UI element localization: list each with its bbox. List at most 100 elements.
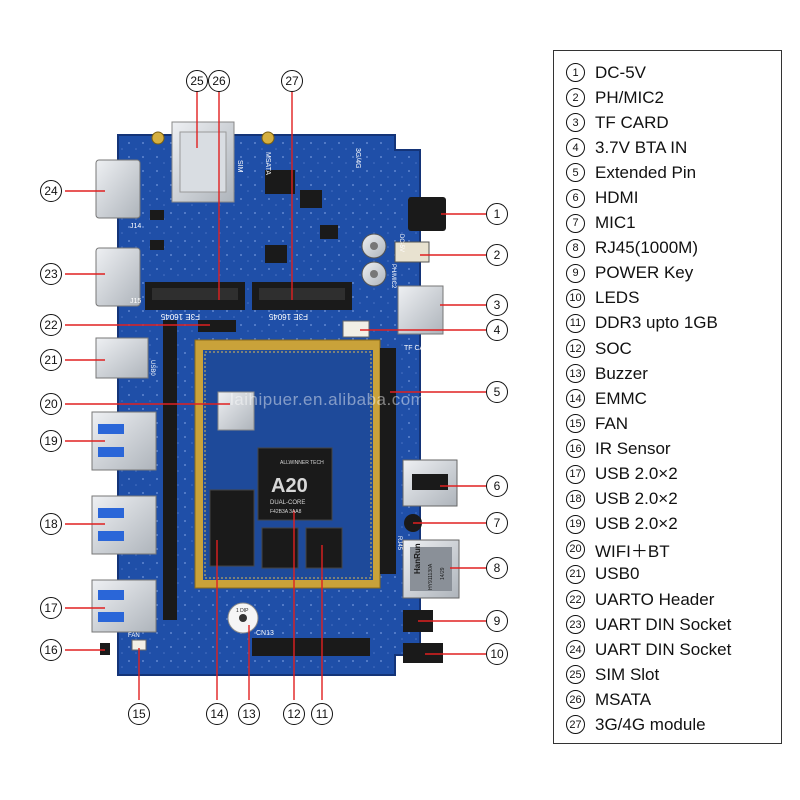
- legend-number: 15: [566, 414, 585, 434]
- callout-2: 2: [486, 244, 508, 266]
- legend-number: 22: [566, 590, 585, 610]
- legend-label: USB 2.0×2: [595, 464, 678, 484]
- legend-item: 17 USB 2.0×2: [566, 462, 781, 487]
- callout-17: 17: [40, 597, 62, 619]
- legend-number: 12: [566, 339, 585, 359]
- legend-number: 27: [566, 715, 585, 735]
- callout-20: 20: [40, 393, 62, 415]
- legend-label: USB 2.0×2: [595, 489, 678, 509]
- uart-din-socket-j14: [95, 159, 141, 219]
- ddr3-chip: [305, 527, 343, 569]
- legend-label: EMMC: [595, 388, 647, 408]
- 3g4g-board-label: 3G/4G: [354, 148, 361, 169]
- callout-3: 3: [486, 294, 508, 316]
- dc-label: DC-5V: [398, 234, 404, 252]
- callout-19: 19: [40, 430, 62, 452]
- legend-label: PH/MIC2: [595, 87, 664, 107]
- chip-code: F42B3A 3AA8: [270, 509, 302, 515]
- legend-number: 17: [566, 464, 585, 484]
- legend-label: POWER Key: [595, 263, 694, 283]
- legend-item: 9 POWER Key: [566, 261, 781, 286]
- callout-5: 5: [486, 381, 508, 403]
- callout-15: 15: [128, 703, 150, 725]
- callout-14: 14: [206, 703, 228, 725]
- legend-number: 19: [566, 514, 585, 534]
- legend-number: 25: [566, 665, 585, 685]
- legend-item: 19 USB 2.0×2: [566, 512, 781, 537]
- legend-item: 18 USB 2.0×2: [566, 487, 781, 512]
- callout-7: 7: [486, 512, 508, 534]
- legend-number: 7: [566, 213, 585, 233]
- legend-number: 8: [566, 238, 585, 258]
- usb-port-18: [91, 495, 157, 555]
- usb0-label: USB0: [149, 360, 155, 376]
- legend-item: 23 UART DIN Socket: [566, 612, 781, 637]
- legend-label: SIM Slot: [595, 664, 660, 684]
- legend-label: UARTO Header: [595, 589, 715, 609]
- callout-9: 9: [486, 610, 508, 632]
- board-area: F3E 16045 F3E 16045 SIM MSATA 3G/4G TF C…: [40, 70, 508, 725]
- phmic-label: PH/MIC2: [390, 264, 396, 289]
- legend-label: 3.7V BTA IN: [595, 137, 688, 157]
- leader-lines: [65, 90, 486, 700]
- antenna-connector: [151, 131, 165, 145]
- usb-port-17: [91, 579, 157, 633]
- chip-sub: DUAL-CORE: [270, 500, 305, 506]
- legend-number: 10: [566, 288, 585, 308]
- chip-model: A20: [271, 475, 308, 497]
- uart0-header: [198, 320, 236, 332]
- chip-brand: ALLWINNER TECH: [280, 460, 324, 466]
- legend-number: 26: [566, 690, 585, 710]
- ir-sensor: [100, 643, 110, 655]
- legend-number: 1: [566, 63, 585, 83]
- msata-left-label: F3E 16045: [160, 312, 200, 321]
- legend-number: 2: [566, 88, 585, 108]
- legend-number: 14: [566, 389, 585, 409]
- legend-item: 11 DDR3 upto 1GB: [566, 311, 781, 336]
- rj45-label: RJ45: [396, 536, 402, 551]
- legend-number: 11: [566, 313, 585, 333]
- j14-label: J14: [130, 223, 141, 230]
- legend-label: WIFI＋BT: [595, 541, 670, 561]
- buzzer-label: 1 DIP: [236, 608, 249, 614]
- legend-label: DDR3 upto 1GB: [595, 313, 718, 333]
- callout-6: 6: [486, 475, 508, 497]
- legend-item: 22 UARTO Header: [566, 587, 781, 612]
- antenna-connector: [261, 131, 275, 145]
- callout-10: 10: [486, 643, 508, 665]
- sim-label: SIM: [236, 160, 243, 173]
- legend-item: 14 EMMC: [566, 386, 781, 411]
- legend-number: 9: [566, 263, 585, 283]
- rj45-date: 14/29: [440, 567, 446, 580]
- legend-number: 18: [566, 489, 585, 509]
- legend-number: 21: [566, 564, 585, 584]
- watermark: laihipuer.en.alibaba.com: [230, 390, 426, 409]
- legend-label: Extended Pin: [595, 162, 697, 182]
- callout-12: 12: [283, 703, 305, 725]
- tf-card-slot: [397, 285, 444, 335]
- legend-item: 2 PH/MIC2: [566, 85, 781, 110]
- legend-label: UART DIN Socket: [595, 614, 732, 634]
- tf-card-label: TF CARD: [404, 345, 434, 352]
- legend-number: 23: [566, 615, 585, 635]
- rj45-code: HY911130A: [428, 563, 434, 590]
- legend-label: USB0: [595, 564, 640, 584]
- legend-item: 25 SIM Slot: [566, 662, 781, 687]
- ph-mic2-connector: [394, 241, 430, 263]
- legend-label: USB 2.0×2: [595, 514, 678, 534]
- callout-8: 8: [486, 557, 508, 579]
- legend-number: 6: [566, 188, 585, 208]
